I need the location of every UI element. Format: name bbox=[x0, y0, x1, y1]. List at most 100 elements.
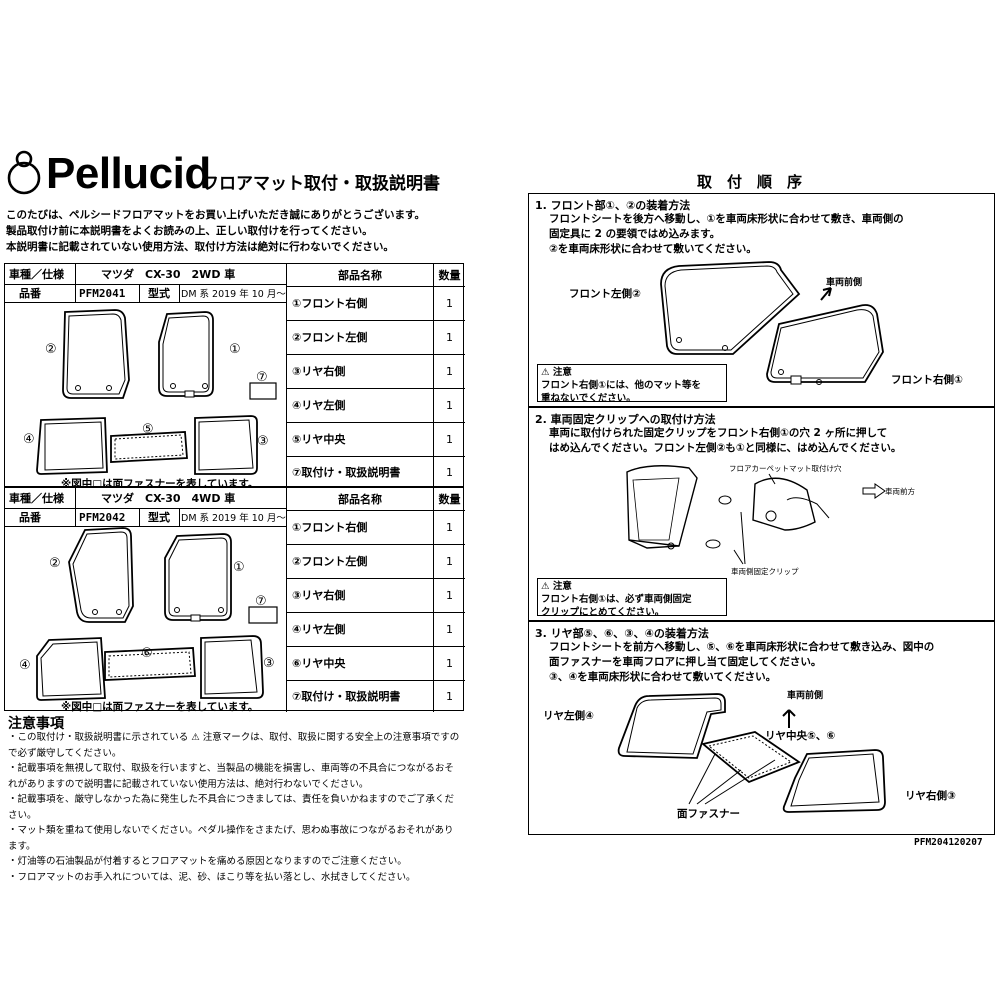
part-row: ②フロント左側 bbox=[292, 331, 368, 344]
warning-icon: ⚠ bbox=[541, 367, 550, 378]
diagram-label: ⑦ bbox=[255, 594, 267, 609]
step3-label-left: リヤ左側④ bbox=[543, 710, 594, 722]
step1-label-right: フロント右側① bbox=[891, 374, 963, 386]
caution-title: 注意 bbox=[552, 581, 572, 592]
part-row: ③リヤ右側 bbox=[292, 365, 346, 378]
part-row: ①フロント右側 bbox=[292, 521, 368, 534]
rear-left-mat bbox=[36, 637, 106, 701]
rear-right-mat bbox=[200, 635, 264, 699]
caution-item: ・記載事項を、厳守しなかった為に発生した不具合につきましては、責任を負いかねます… bbox=[8, 794, 455, 821]
part-number-value: PFM2042 bbox=[79, 510, 126, 524]
step3-label-right: リヤ右側③ bbox=[905, 790, 956, 802]
step3-panel: 3. リヤ部⑤、⑥、③、④の装着方法 フロントシートを前方へ移動し、⑤、⑥を車両… bbox=[528, 621, 995, 835]
step2-label-hole: フロアカーペットマット取付け穴 bbox=[729, 464, 842, 473]
vehicle-label: 車種／仕様 bbox=[9, 492, 64, 505]
cautions-title: 注意事項 bbox=[8, 716, 64, 732]
order-title: 取 付 順 序 bbox=[697, 173, 803, 191]
part-row: ⑤リヤ中央 bbox=[292, 433, 346, 446]
parts-table-4wd: 車種／仕様 マツダ CX-30 4WD 車 品番 PFM2042 型式 DM 系… bbox=[4, 487, 465, 713]
type-value: DM 系 2019 年 10 月～ bbox=[181, 289, 286, 300]
step1-panel: 1. フロント部①、②の装着方法 フロントシートを後方へ移動し、①を車両床形状に… bbox=[528, 193, 995, 407]
step1-caution: ⚠ 注意 フロント右側①には、他のマット等を 重ねないでください。 bbox=[537, 364, 727, 404]
part-qty: 1 bbox=[446, 330, 453, 344]
document-title: フロアマット取付・取扱説明書 bbox=[202, 174, 440, 194]
part-row: ③リヤ右側 bbox=[292, 589, 346, 602]
diagram-label: ③ bbox=[263, 656, 275, 671]
part-row: ①フロント右側 bbox=[292, 297, 368, 310]
front-right-mat bbox=[158, 311, 214, 397]
caution-text: 重ねないでください。 bbox=[541, 393, 636, 404]
front-right-mat bbox=[164, 533, 232, 621]
warning-icon: ⚠ bbox=[541, 581, 550, 592]
vehicle-value: マツダ CX-30 4WD 車 bbox=[101, 492, 236, 505]
diagram-label: ② bbox=[49, 556, 61, 571]
part-row: ④リヤ左側 bbox=[292, 399, 346, 412]
rear-right-mat bbox=[194, 415, 258, 475]
step2-text: 車両に取付けられた固定クリップをフロント右側①の穴 2 ヶ所に押して はめ込んで… bbox=[549, 426, 989, 456]
type-label: 型式 bbox=[148, 287, 170, 300]
part-row: ②フロント左側 bbox=[292, 555, 368, 568]
rear-center-mat bbox=[104, 647, 196, 681]
step3-label-fastener: 面ファスナー bbox=[677, 808, 740, 820]
type-value: DM 系 2019 年 10 月～ bbox=[181, 513, 286, 524]
cautions-list: ・この取付け・取扱説明書に示されている ⚠ 注意マークは、取付、取扱に関する安全… bbox=[8, 730, 460, 885]
diagram-label: ③ bbox=[257, 434, 269, 449]
part-row: ④リヤ左側 bbox=[292, 623, 346, 636]
part-row: ⑦取付け・取扱説明書 bbox=[292, 466, 401, 479]
front-left-mat bbox=[68, 527, 134, 623]
step-text-line: はめ込んでください。フロント左側②も①と同様に、はめ込んでください。 bbox=[549, 442, 902, 454]
step-text-line: フロントシートを前方へ移動し、⑤、⑥を車両床形状に合わせて敷き込み、図中の bbox=[549, 641, 935, 653]
step-text-line: ③、④を車両床形状に合わせて敷いてください。 bbox=[549, 671, 777, 683]
type-label: 型式 bbox=[148, 511, 170, 524]
part-row: ⑦取付け・取扱説明書 bbox=[292, 690, 401, 703]
rear-center-mat bbox=[110, 431, 188, 463]
intro-line: 製品取付け前に本説明書をよくお読みの上、正しい取付けを行ってください。 bbox=[6, 225, 373, 237]
step3-label-center: リヤ中央⑤、⑥ bbox=[765, 730, 836, 742]
forward-arrow-icon bbox=[782, 709, 796, 728]
step2-label-dir: 車両前方 bbox=[885, 487, 915, 496]
part-number-value: PFM2041 bbox=[79, 286, 126, 300]
caution-item: ・記載事項を無視して取付、取扱を行いますと、当製品の機能を損害し、車両等の不具合… bbox=[8, 763, 454, 790]
step2-label-clip: 車両側固定クリップ bbox=[731, 567, 799, 576]
step-text-line: ②を車両床形状に合わせて敷いてください。 bbox=[549, 243, 757, 255]
rear-mats-diagram bbox=[617, 693, 886, 813]
vehicle-value: マツダ CX-30 2WD 車 bbox=[101, 268, 236, 281]
caution-item: ・マット類を重ねて使用しないでください。ペダル操作をさまたげ、思わぬ事故につなが… bbox=[8, 825, 454, 852]
diagram-label: ② bbox=[45, 342, 57, 357]
intro-line: このたびは、ペルシードフロアマットをお買い上げいただき誠にありがとうございます。 bbox=[6, 209, 425, 221]
step1-label-left: フロント左側② bbox=[569, 288, 641, 300]
caution-title: 注意 bbox=[552, 367, 572, 378]
step3-label-dir: 車両前側 bbox=[787, 691, 824, 701]
caution-item: ・フロアマットのお手入れについては、泥、砂、ほこり等を払い落とし、水拭きしてくだ… bbox=[8, 871, 416, 883]
step1-text: フロントシートを後方へ移動し、①を車両床形状に合わせて敷き、車両側の 固定具に … bbox=[549, 212, 989, 257]
pellucid-logo-icon bbox=[7, 150, 41, 195]
qty-header: 数量 bbox=[438, 493, 461, 506]
step3-title: 3. リヤ部⑤、⑥、③、④の装着方法 bbox=[535, 627, 709, 640]
part-qty: 1 bbox=[446, 520, 453, 534]
mat-layout-diagram-2wd bbox=[36, 309, 277, 475]
caution-text: クリップにとめてください。 bbox=[541, 607, 665, 618]
vehicle-label: 車種／仕様 bbox=[9, 268, 64, 281]
part-qty: 1 bbox=[446, 656, 453, 670]
parts-header: 部品名称 bbox=[338, 269, 382, 282]
caution-item: ・灯油等の石油製品が付着するとフロアマットを痛める原因となりますのでご注意くださ… bbox=[8, 856, 407, 867]
diagram-label: ⑥ bbox=[141, 646, 153, 661]
intro-text: このたびは、ペルシードフロアマットをお買い上げいただき誠にありがとうございます。… bbox=[6, 207, 476, 255]
step1-label-dir: 車両前側 bbox=[826, 278, 863, 288]
arrow-right-icon bbox=[862, 483, 886, 499]
step-text-line: フロントシートを後方へ移動し、①を車両床形状に合わせて敷き、車両側の bbox=[549, 213, 904, 225]
diagram-label: ⑤ bbox=[142, 422, 154, 437]
step2-caution: ⚠ 注意 フロント右側①は、必ず車両側固定 クリップにとめてください。 bbox=[537, 578, 727, 618]
part-number-label: 品番 bbox=[19, 287, 41, 300]
part-number-label: 品番 bbox=[19, 511, 41, 524]
rear-left-mat bbox=[36, 417, 108, 475]
step-text-line: 車両に取付けられた固定クリップをフロント右側①の穴 2 ヶ所に押して bbox=[549, 427, 888, 439]
part-qty: 1 bbox=[446, 554, 453, 568]
forward-arrow-icon bbox=[820, 287, 832, 301]
diagram-label: ① bbox=[229, 342, 241, 357]
step2-panel: 2. 車両固定クリップへの取付け方法 車両に取付けられた固定クリップをフロント右… bbox=[528, 407, 995, 621]
fastener-note: ※図中□は面ファスナーを表しています。 bbox=[61, 701, 259, 713]
part-qty: 1 bbox=[446, 364, 453, 378]
step3-text: フロントシートを前方へ移動し、⑤、⑥を車両床形状に合わせて敷き込み、図中の 面フ… bbox=[549, 640, 989, 685]
part-qty: 1 bbox=[446, 588, 453, 602]
